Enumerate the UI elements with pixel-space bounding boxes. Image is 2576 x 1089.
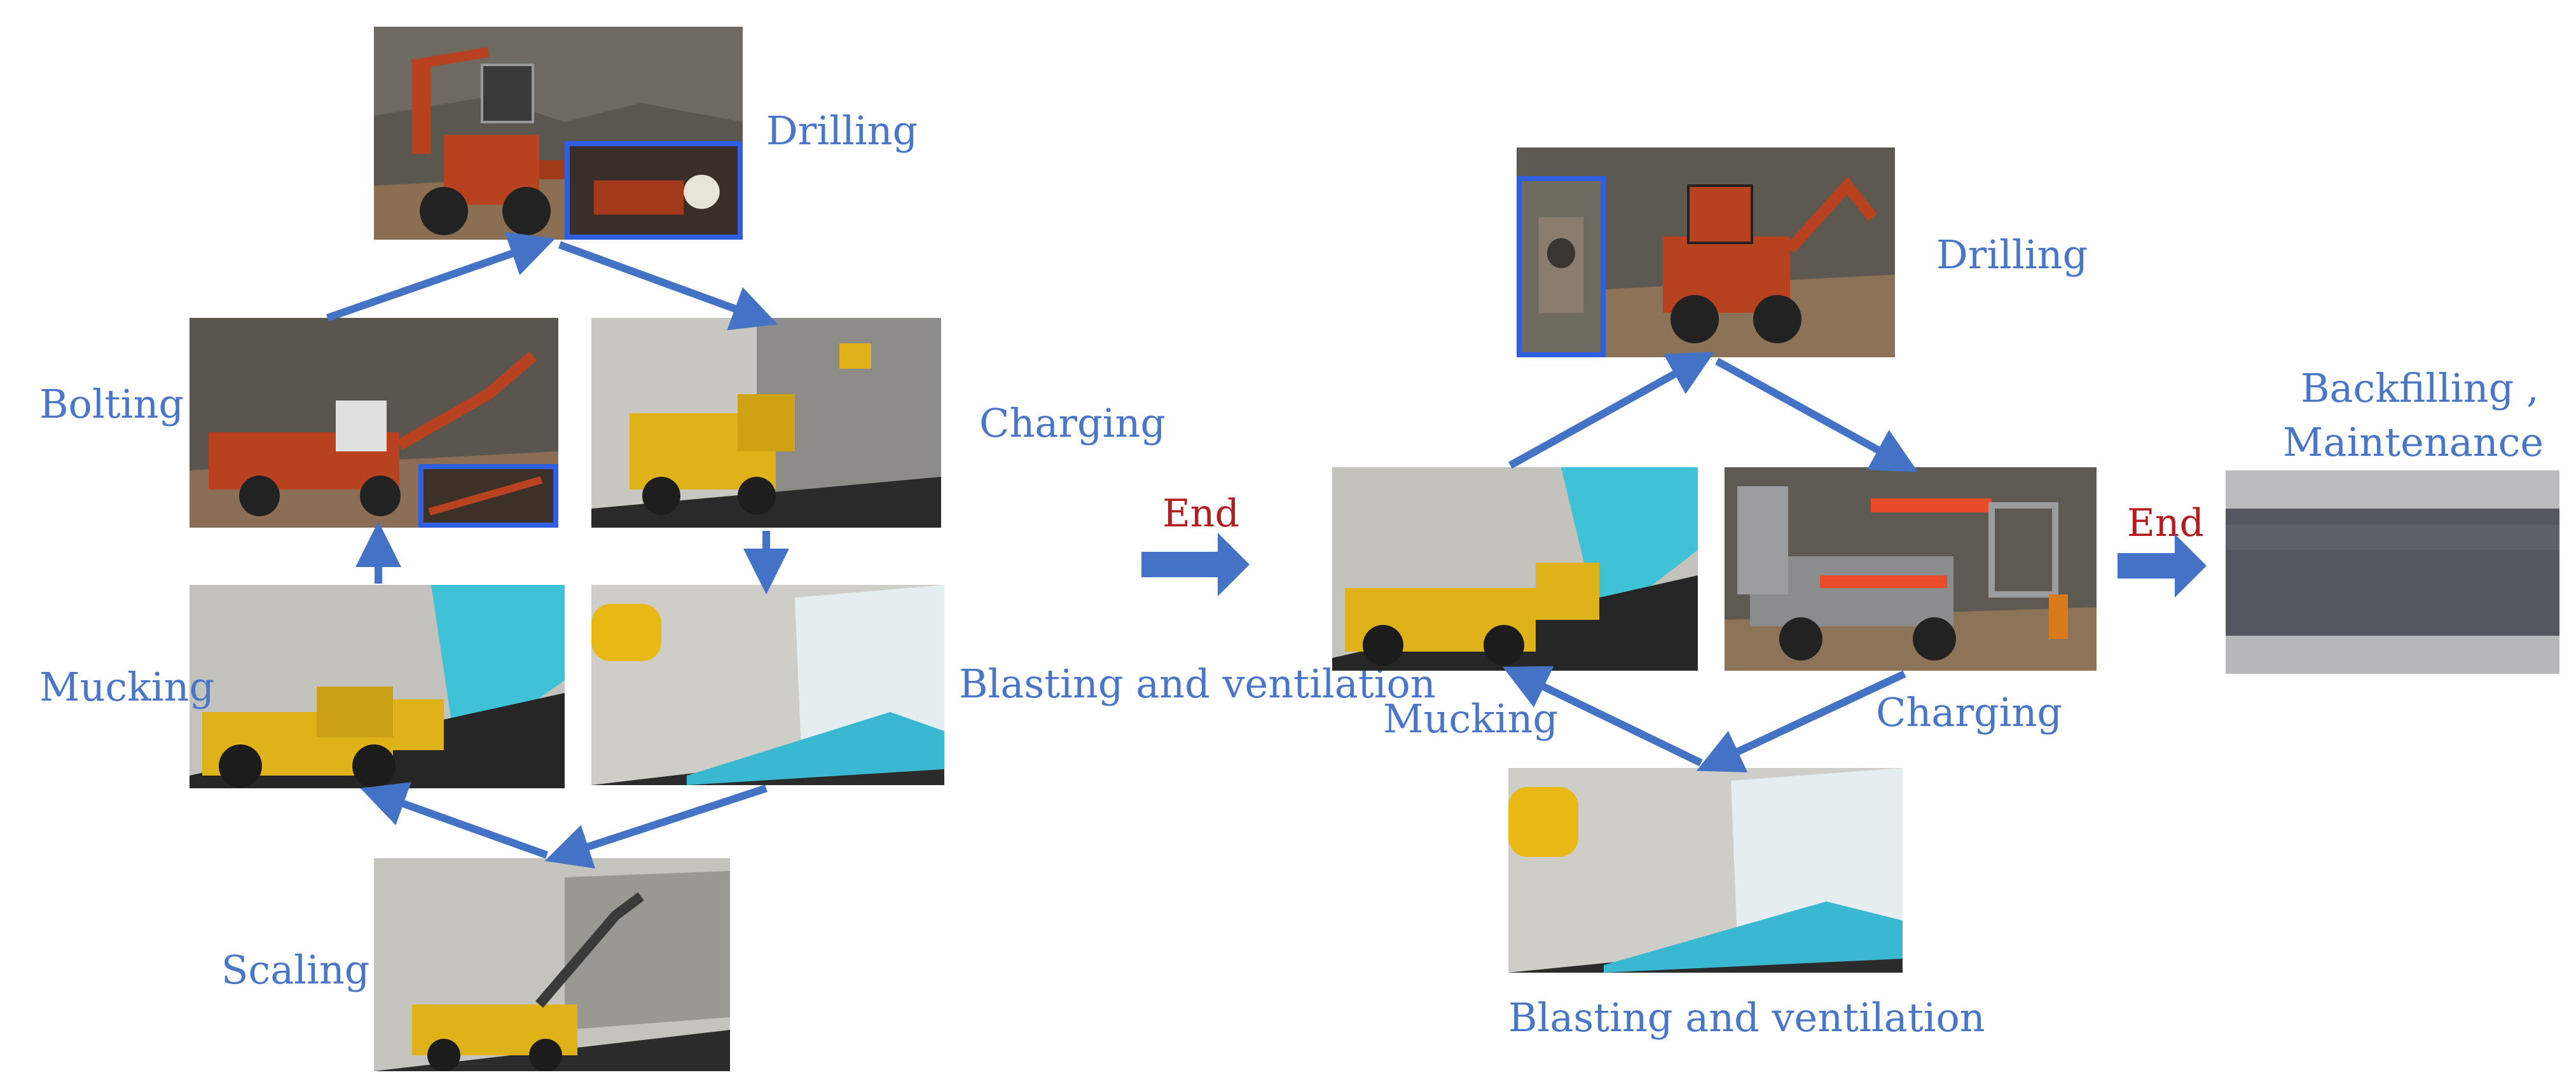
mucking-image-left [189, 585, 565, 788]
bolting-image-left [189, 318, 558, 528]
end-label-left: End [1162, 491, 1239, 536]
blasting-image-right [1508, 768, 1903, 973]
end-label-right: End [2127, 501, 2204, 545]
scaling-image-left [374, 858, 730, 1071]
label-drilling-right: Drilling [1936, 231, 2088, 278]
arrow-mucking-to-drilling-right [1508, 352, 1715, 469]
bolting-inset-left [418, 464, 558, 528]
arrow-scaling-to-mucking [360, 782, 549, 859]
label-mucking-left: Mucking [39, 664, 215, 710]
label-bolting-left: Bolting [39, 381, 184, 427]
arrow-blasting-to-scaling [544, 784, 768, 869]
label-charging-left: Charging [979, 400, 1166, 446]
drilling-image-left [374, 27, 743, 240]
drilling-inset-right [1517, 176, 1606, 357]
label-blasting-right: Blasting and ventilation [1508, 994, 1985, 1041]
arrow-drilling-to-charging-right [1715, 357, 1918, 472]
backfilling-image [2226, 470, 2559, 674]
drilling-inset-left [565, 141, 743, 240]
charging-image-right [1725, 467, 2097, 671]
mucking-image-right [1332, 467, 1698, 671]
arrow-bolting-to-drilling [326, 231, 556, 322]
drilling-image-right [1517, 147, 1895, 357]
arrow-drilling-to-charging [558, 241, 778, 331]
block-arrow-left [1141, 533, 1250, 596]
label-drilling-left: Drilling [766, 107, 918, 154]
label-maintenance: Maintenance [2283, 419, 2544, 465]
charging-image-left [591, 318, 941, 528]
label-charging-right: Charging [1876, 689, 2063, 736]
label-mucking-right: Mucking [1383, 695, 1559, 742]
label-scaling-left: Scaling [221, 947, 370, 993]
label-backfilling: Backfilling , [2301, 365, 2539, 411]
blasting-image-left [591, 585, 944, 785]
